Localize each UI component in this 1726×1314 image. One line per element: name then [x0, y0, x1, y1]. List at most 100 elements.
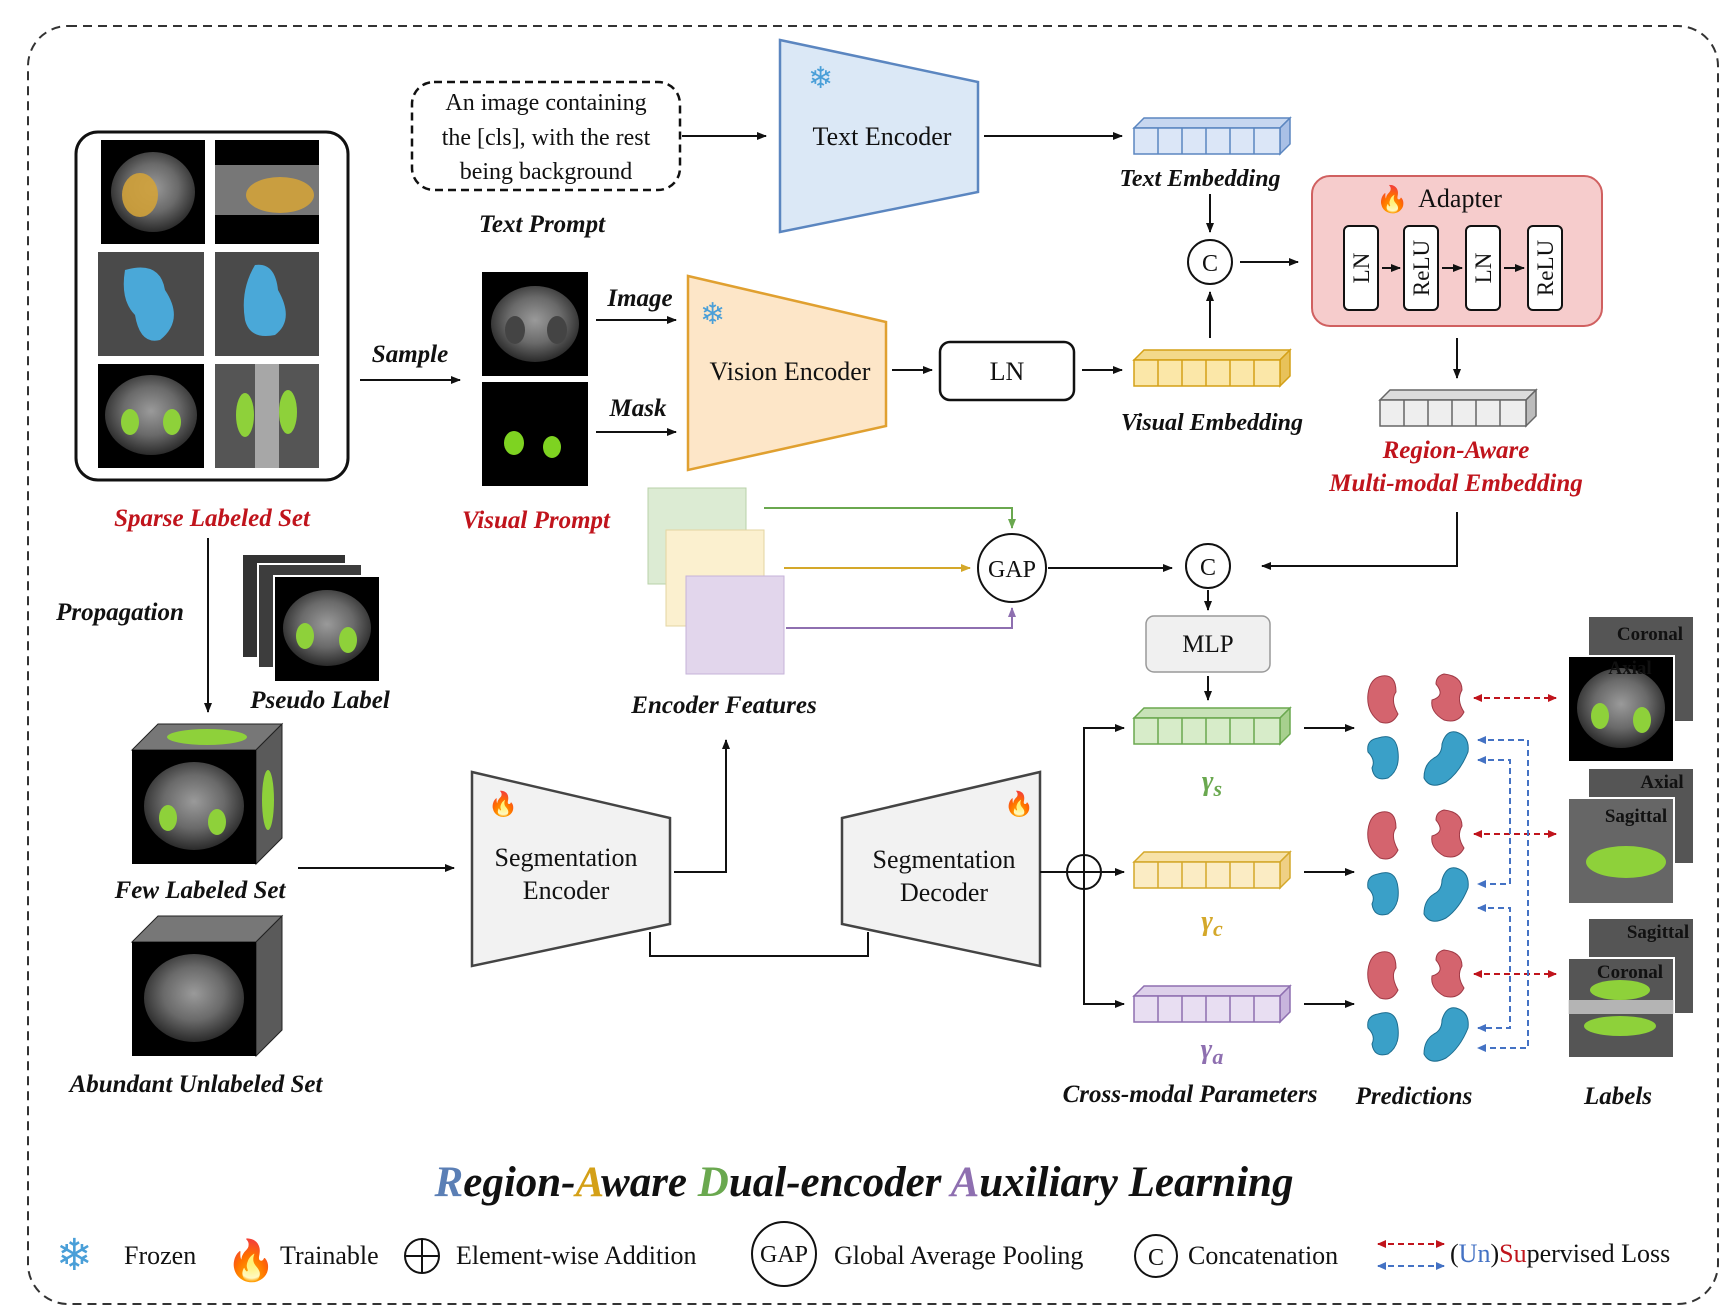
concat-bottom-symbol	[1185, 543, 1231, 589]
concat-top-label: C	[1202, 251, 1218, 277]
sample-label: Sample	[372, 341, 448, 368]
region-aware-embedding-vector	[1378, 388, 1538, 428]
text-embedding-label: Text Embedding	[1119, 166, 1280, 192]
gamma-a-vector	[1132, 984, 1292, 1024]
few-labeled-set-cube	[130, 722, 284, 866]
vision-encoder-label: Vision Encoder	[710, 357, 871, 386]
sparse-thumb-4	[215, 252, 319, 356]
text-embedding-vector	[1132, 116, 1292, 156]
svg-text:ReLU: ReLU	[1409, 240, 1434, 297]
gamma-a-label: γa	[1201, 1034, 1224, 1069]
label-image-pair-1	[1567, 615, 1695, 763]
visual-prompt-label: Visual Prompt	[462, 507, 611, 534]
cross-modal-parameters-label: Cross-modal Parameters	[1063, 1081, 1318, 1108]
mask-label: Mask	[609, 395, 667, 422]
region-aware-label-1: Region-Aware	[1382, 437, 1530, 464]
purple-feature-arrow	[786, 607, 1016, 629]
mlp-label: MLP	[1182, 631, 1233, 658]
predictions-label: Predictions	[1355, 1083, 1473, 1110]
region-aware-to-concat-arrow	[1261, 512, 1458, 570]
fire-icon: 🔥	[1004, 790, 1034, 818]
text-prompt-caption: Text Prompt	[479, 211, 606, 238]
sparse-thumb-6	[215, 364, 319, 468]
legend-frozen-label: Frozen	[124, 1241, 196, 1270]
text-encoder-block	[778, 38, 980, 234]
propagation-label: Propagation	[55, 599, 184, 626]
text-prompt-line-3: being background	[460, 159, 633, 185]
svg-text:ReLU: ReLU	[1533, 240, 1558, 297]
sparse-thumb-1	[101, 140, 205, 244]
abundant-unlabeled-set-label: Abundant Unlabeled Set	[68, 1071, 324, 1098]
plus-icon	[405, 1239, 439, 1273]
concat-top-symbol	[1187, 239, 1233, 285]
gamma-s-vector	[1132, 706, 1292, 746]
sparse-labeled-set-label: Sparse Labeled Set	[114, 505, 311, 532]
text-prompt-line-1: An image containing	[445, 90, 646, 116]
predictions-group-2	[1367, 809, 1469, 922]
label-image-pair-3	[1567, 917, 1695, 1059]
visual-prompt-image	[482, 272, 588, 376]
gamma-c-label: γc	[1201, 906, 1223, 941]
label-view-coronal-1: Coronal	[1617, 624, 1683, 645]
gamma-s-label: γs	[1202, 766, 1222, 801]
predictions-group-1	[1367, 673, 1469, 786]
segmentation-decoder-block	[840, 770, 1042, 968]
image-label: Image	[606, 285, 672, 312]
predictions-group-3	[1367, 949, 1469, 1062]
encoder-to-features-arrow	[674, 739, 730, 873]
sparse-thumb-5	[98, 364, 204, 468]
svg-text:LN: LN	[1349, 252, 1374, 283]
encoder-feature-purple	[685, 575, 785, 675]
segmentation-encoder-block	[470, 770, 672, 968]
legend-gap-symbol-label: GAP	[760, 1242, 808, 1268]
snowflake-icon: ❄	[56, 1230, 93, 1281]
adapter-layer-3: LN	[1465, 225, 1501, 311]
svg-text:LN: LN	[1471, 252, 1496, 283]
legend-concat-symbol	[1134, 1234, 1178, 1278]
legend-gap-symbol	[751, 1221, 817, 1287]
segmentation-encoder-label-1: Segmentation	[495, 843, 638, 872]
fire-icon: 🔥	[488, 790, 518, 818]
pseudo-label-label: Pseudo Label	[249, 687, 390, 714]
legend-gap-label: Global Average Pooling	[834, 1241, 1083, 1270]
ln-label: LN	[990, 357, 1025, 386]
segmentation-decoder-label-1: Segmentation	[873, 845, 1016, 874]
skip-connection-line	[649, 932, 869, 957]
fire-icon: 🔥	[1376, 184, 1408, 215]
adapter-layer-4: ReLU	[1527, 225, 1563, 311]
legend-concat-label: Concatenation	[1188, 1241, 1338, 1270]
unsupervised-loss-arrows	[1477, 736, 1529, 1052]
labels-label: Labels	[1583, 1083, 1652, 1110]
visual-embedding-vector	[1132, 348, 1292, 388]
adapter-title: Adapter	[1418, 184, 1502, 213]
sparse-thumb-3	[98, 252, 204, 356]
segmentation-encoder-label-2: Encoder	[523, 876, 610, 905]
snowflake-icon: ❄	[808, 61, 833, 96]
few-labeled-set-label: Few Labeled Set	[114, 877, 287, 904]
sparse-thumb-2	[215, 140, 319, 244]
text-prompt-line-2: the [cls], with the rest	[442, 125, 651, 151]
concat-bottom-label: C	[1200, 555, 1216, 581]
adapter-layer-2: ReLU	[1403, 225, 1439, 311]
label-view-axial-2: Axial	[1640, 772, 1683, 793]
label-view-sagittal-3: Sagittal	[1627, 922, 1689, 943]
encoder-features-label: Encoder Features	[630, 692, 816, 719]
gamma-c-vector	[1132, 850, 1292, 890]
pseudo-label-stack	[241, 553, 381, 683]
plus-icon	[1067, 855, 1101, 889]
vision-encoder-block	[686, 274, 888, 472]
visual-prompt-mask	[482, 382, 588, 486]
outer-frame	[27, 25, 1719, 1305]
label-image-pair-2	[1567, 767, 1695, 905]
label-view-sagittal-2: Sagittal	[1605, 806, 1667, 827]
main-title: Region-Aware Dual-encoder Auxiliary Lear…	[434, 1159, 1294, 1206]
snowflake-icon: ❄	[700, 297, 725, 332]
label-view-coronal-3: Coronal	[1597, 962, 1663, 983]
ln-block	[938, 340, 1076, 402]
legend-loss-label: (Un)Supervised Loss	[1450, 1239, 1670, 1268]
gap-symbol	[977, 533, 1047, 603]
adapter-layer-1: LN	[1343, 225, 1379, 311]
text-prompt-box	[410, 80, 682, 192]
region-aware-label-2: Multi-modal Embedding	[1328, 470, 1583, 497]
gamma-a-branch-arrow	[1083, 889, 1125, 1008]
